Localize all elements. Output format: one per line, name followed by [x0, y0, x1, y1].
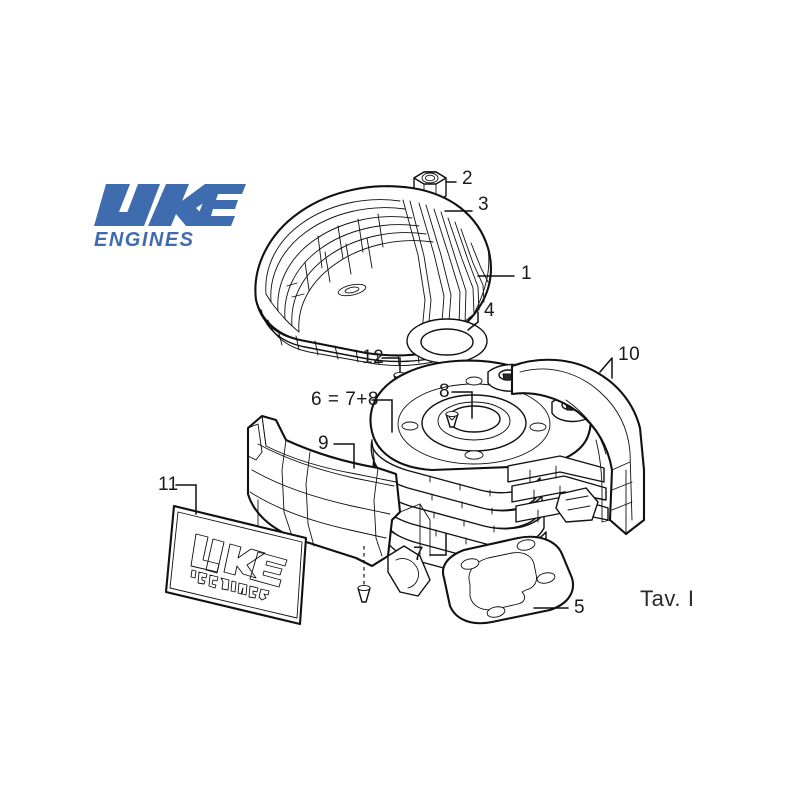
part-fixing-screw-shroud-lower — [357, 546, 371, 603]
callout-6-7-8: 6 = 7+8 — [311, 389, 379, 410]
callout-7: 7 — [413, 544, 425, 565]
leader-4b — [467, 321, 479, 331]
nameplate-logo-outline — [190, 533, 288, 601]
callout-1: 1 — [521, 263, 533, 284]
part-cooling-shroud-right — [510, 358, 646, 536]
callout-11: 11 — [158, 474, 179, 495]
part-cylinder-head — [254, 185, 492, 366]
leader-9 — [333, 443, 355, 469]
leader-lines — [175, 181, 613, 609]
callout-9: 9 — [318, 433, 330, 454]
callout-5: 5 — [574, 597, 586, 618]
callout-10: 10 — [618, 344, 641, 365]
callout-2: 2 — [462, 168, 474, 189]
leader-6 — [371, 399, 393, 433]
part-head-gasket-ring — [406, 318, 488, 364]
callout-8: 8 — [439, 381, 451, 402]
brand-logo-graphic: ENGINES — [94, 184, 246, 251]
part-base-gasket — [442, 535, 574, 625]
part-brand-nameplate — [164, 504, 308, 626]
part-cooling-shroud-left — [246, 414, 431, 597]
leader-7 — [429, 533, 447, 556]
cylinder-exhaust-port-stack — [507, 455, 609, 523]
callout-12: 12 — [362, 347, 385, 368]
brand-logo-engines-text: ENGINES — [94, 229, 195, 251]
part-fixing-screw-seated — [445, 410, 459, 428]
leader-11 — [175, 484, 197, 515]
plate-title: Tav. I — [640, 586, 695, 611]
leader-12 — [381, 357, 401, 373]
svg-text:ENGINES: ENGINES — [94, 229, 195, 251]
brand-logo-like-text — [94, 184, 246, 226]
leader-10 — [599, 357, 613, 379]
leader-8 — [451, 391, 473, 419]
callout-3: 3 — [478, 194, 490, 215]
callout-4: 4 — [484, 300, 496, 321]
brand-logo: ENGINES — [86, 166, 246, 256]
